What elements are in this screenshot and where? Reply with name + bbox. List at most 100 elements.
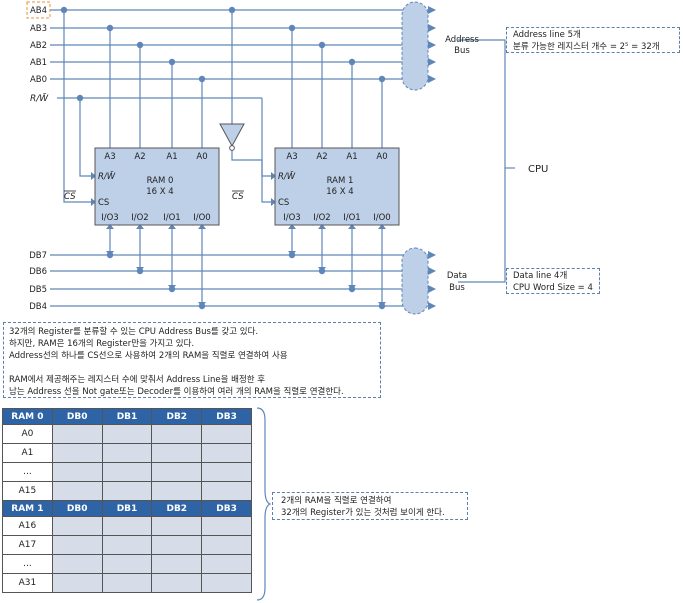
label-ab2: AB2 [30, 41, 47, 51]
description-line-4 [9, 362, 375, 374]
table-note-line1: 2개의 RAM을 직렬로 연결하여 [281, 496, 392, 506]
ram1-rw-wire [261, 98, 275, 177]
ram0-pin-cs: CS [98, 198, 109, 208]
label-ab0: AB0 [30, 75, 47, 85]
address-note: Address line 5개 분류 가능한 레지스터 개수 = 2⁵ = 32… [506, 27, 680, 53]
description-line-2: 하지만, RAM은 16개의 Register만을 가지고 있다. [9, 339, 195, 349]
data-note-line1: Data line 4개 [513, 271, 568, 281]
ram1-col-db0: DB0 [51, 500, 103, 517]
description-line-6: 남는 Address 선을 Not gate또는 Decoder를 이용하여 여… [9, 387, 344, 397]
data-bus-label-2: Bus [449, 283, 465, 293]
table-cell [51, 516, 103, 536]
data-note-line2: CPU Word Size = 4 [513, 283, 593, 293]
data-bus-capsule [401, 247, 429, 315]
table-row: ... [2, 462, 252, 482]
description-line-3: Address선의 하나를 CS선으로 사용하여 2개의 RAM을 직렬로 연결… [9, 351, 288, 361]
ram0-rw-wire [79, 98, 95, 177]
label-db7: DB7 [29, 251, 47, 261]
ram1-chip [274, 147, 400, 226]
ram0-pin-a0: A0 [196, 152, 207, 162]
cpu-label: CPU [528, 164, 548, 175]
ram1-pin-cs: CS [278, 198, 289, 208]
table-cell [101, 573, 153, 593]
row-label: A17 [2, 535, 53, 555]
table-cell [201, 481, 252, 501]
ram0-cs-wire [63, 10, 95, 203]
table-cell [151, 573, 203, 593]
ram0-chip [94, 147, 220, 226]
label-db4: DB4 [29, 302, 47, 312]
ram1-pin-a2: A2 [316, 152, 327, 162]
row-label: A31 [2, 573, 53, 593]
address-note-line2: 분류 가능한 레지스터 개수 = 2⁵ = 32개 [513, 42, 660, 52]
ram1-pin-io1: I/O1 [343, 213, 360, 223]
table-cell [101, 481, 153, 501]
table-row: A16 [2, 516, 252, 536]
address-note-line1: Address line 5개 [513, 30, 581, 40]
ram0-pin-a2: A2 [134, 152, 145, 162]
table-cell [51, 573, 103, 593]
ram1-size: 16 X 4 [326, 187, 353, 197]
junction-dots [60, 6, 386, 310]
table-cell [51, 535, 103, 555]
table-cell [51, 554, 103, 574]
table-cell [51, 443, 103, 463]
label-ab1: AB1 [30, 58, 47, 68]
ram0-pin-rw: R/W̄ [98, 170, 116, 182]
label-db6: DB6 [29, 267, 47, 277]
row-label: ... [2, 554, 53, 574]
table-cell [201, 516, 252, 536]
description-line-5: RAM에서 제공해주는 레지스터 수에 맞춰서 Address Line을 배정… [9, 375, 266, 385]
ram0-pin-io0: I/O0 [193, 213, 210, 223]
ram0-pin-io1: I/O1 [163, 213, 180, 223]
address-bus-label-2: Bus [454, 46, 470, 56]
table-cell [201, 554, 252, 574]
table-cell [101, 516, 153, 536]
ram0-col-db2: DB2 [151, 408, 203, 425]
table-cell [101, 424, 153, 444]
ram0-name: RAM 0 [147, 176, 174, 186]
label-db5: DB5 [29, 285, 47, 295]
ram1-cs-bar-label: CS [232, 192, 244, 202]
not-gate [219, 123, 245, 151]
ram1-col-db2: DB2 [151, 500, 203, 517]
table-cell [201, 535, 252, 555]
table-cell [51, 481, 103, 501]
ram1-header: RAM 1 [2, 500, 53, 517]
ram0-pin-io3: I/O3 [101, 213, 118, 223]
data-bus-label-1: Data [447, 271, 467, 281]
ram1-pin-io2: I/O2 [313, 213, 330, 223]
table-row: ... [2, 554, 252, 574]
table-cell [101, 443, 153, 463]
ram0-pin-io2: I/O2 [131, 213, 148, 223]
row-label: A15 [2, 481, 53, 501]
ram-table: RAM 0 DB0 DB1 DB2 DB3 A0 A1 ... A15 RAM … [2, 408, 252, 593]
ram0-header-row: RAM 0 DB0 DB1 DB2 DB3 [2, 408, 252, 425]
ram1-col-db3: DB3 [201, 500, 252, 517]
ram0-col-db1: DB1 [101, 408, 153, 425]
ram1-name: RAM 1 [327, 176, 354, 186]
table-row: A1 [2, 443, 252, 463]
table-note-line2: 32개의 Register가 있는 것처럼 보이게 한다. [281, 508, 445, 518]
table-cell [201, 424, 252, 444]
table-cell [51, 462, 103, 482]
ram0-pin-a3: A3 [104, 152, 115, 162]
table-row: A0 [2, 424, 252, 444]
label-ab3: AB3 [30, 24, 47, 34]
table-cell [151, 424, 203, 444]
table-cell [51, 424, 103, 444]
ram1-pin-a3: A3 [286, 152, 297, 162]
ram1-header-row: RAM 1 DB0 DB1 DB2 DB3 [2, 500, 252, 517]
description-line-1: 32개의 Register를 분류할 수 있는 CPU Address Bus를… [9, 327, 259, 337]
ram1-pin-io3: I/O3 [283, 213, 300, 223]
table-cell [201, 462, 252, 482]
ram1-col-db1: DB1 [101, 500, 153, 517]
table-cell [101, 462, 153, 482]
row-label: ... [2, 462, 53, 482]
ram0-header: RAM 0 [2, 408, 53, 425]
ram0-col-db3: DB3 [201, 408, 252, 425]
table-cell [151, 516, 203, 536]
ram1-pin-a1: A1 [346, 152, 357, 162]
row-label: A0 [2, 424, 53, 444]
